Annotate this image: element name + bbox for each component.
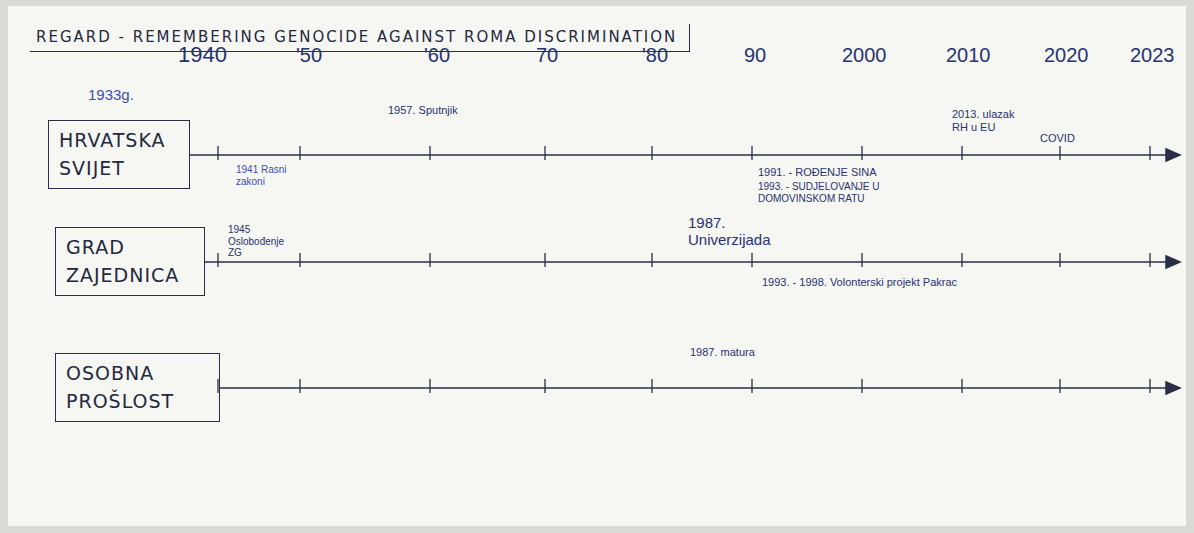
timeline-note: 1987. Univerzijada bbox=[688, 214, 798, 249]
year-marker: 1933g. bbox=[88, 86, 134, 103]
row-label-box: OSOBNA PROŠLOST bbox=[55, 353, 220, 422]
timeline-note: 1993. - 1998. Volonterski projekt Pakrac bbox=[762, 276, 957, 289]
tick-mark bbox=[751, 253, 752, 267]
tick-mark bbox=[1149, 146, 1150, 160]
timeline-note: 1957. Sputnjik bbox=[388, 104, 458, 117]
tick-mark bbox=[1059, 146, 1060, 160]
timeline-note: 1991. - ROĐENJE SINA bbox=[758, 166, 877, 179]
year-marker: 70 bbox=[536, 44, 558, 67]
year-marker: 1940 bbox=[178, 42, 227, 67]
tick-mark bbox=[751, 146, 752, 160]
tick-mark bbox=[861, 379, 862, 393]
tick-mark bbox=[429, 379, 430, 393]
tick-mark bbox=[299, 146, 300, 160]
tick-mark bbox=[299, 379, 300, 393]
tick-mark bbox=[651, 379, 652, 393]
row-label-box: HRVATSKA SVIJET bbox=[48, 120, 190, 189]
tick-mark bbox=[651, 146, 652, 160]
year-marker: 2000 bbox=[842, 44, 887, 67]
tick-mark bbox=[544, 379, 545, 393]
tick-mark bbox=[861, 253, 862, 267]
year-marker: '80 bbox=[642, 44, 668, 67]
row-label-text: HRVATSKA SVIJET bbox=[59, 127, 179, 182]
tick-mark bbox=[1149, 379, 1150, 393]
tick-mark bbox=[751, 379, 752, 393]
year-marker: 2010 bbox=[946, 44, 991, 67]
tick-mark bbox=[1059, 253, 1060, 267]
tick-mark bbox=[861, 146, 862, 160]
tick-mark bbox=[961, 146, 962, 160]
tick-mark bbox=[961, 253, 962, 267]
row-label-text: OSOBNA PROŠLOST bbox=[66, 360, 209, 415]
tick-mark bbox=[429, 146, 430, 160]
year-marker: 2023 bbox=[1130, 44, 1175, 67]
tick-mark bbox=[217, 146, 218, 160]
year-marker: 2020 bbox=[1044, 44, 1089, 67]
tick-mark bbox=[1059, 379, 1060, 393]
timeline-note: 2013. ulazak RH u EU bbox=[952, 108, 1032, 133]
timeline-note: 1993. - SUDJELOVANJE U DOMOVINSKOM RATU bbox=[758, 181, 928, 204]
poster-title: REGARD - REMEMBERING GENOCIDE AGAINST RO… bbox=[30, 24, 690, 52]
timeline-note: 1987. matura bbox=[690, 346, 755, 359]
tick-mark bbox=[429, 253, 430, 267]
year-marker: 90 bbox=[744, 44, 766, 67]
tick-mark bbox=[217, 253, 218, 267]
tick-mark bbox=[1149, 253, 1150, 267]
row-label-box: GRAD ZAJEDNICA bbox=[55, 227, 205, 296]
year-marker: '50 bbox=[296, 44, 322, 67]
row-label-text: GRAD ZAJEDNICA bbox=[66, 234, 194, 289]
tick-mark bbox=[961, 379, 962, 393]
tick-mark bbox=[651, 253, 652, 267]
tick-mark bbox=[217, 379, 218, 393]
timeline-note: 1941 Rasni zakoni bbox=[236, 164, 296, 187]
timeline-note: 1945 Oslobođenje ZG bbox=[228, 224, 298, 259]
timeline-note: COVID bbox=[1040, 132, 1075, 145]
paper-sheet bbox=[8, 6, 1186, 526]
tick-mark bbox=[544, 253, 545, 267]
year-marker: '60 bbox=[424, 44, 450, 67]
tick-mark bbox=[299, 253, 300, 267]
tick-mark bbox=[544, 146, 545, 160]
